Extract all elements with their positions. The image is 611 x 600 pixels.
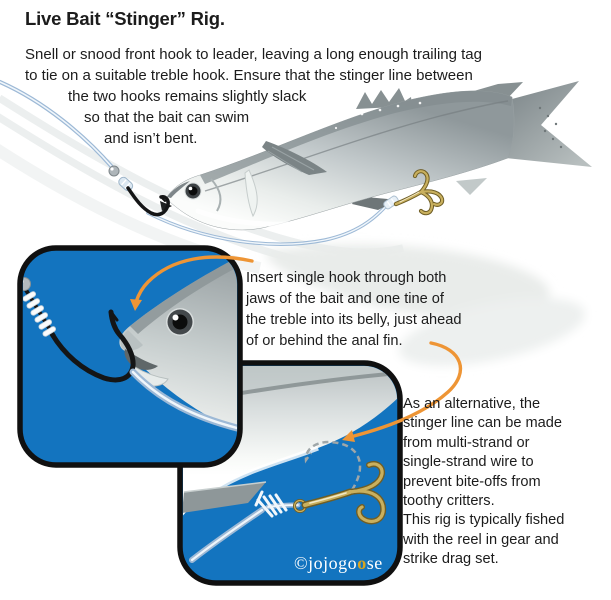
insert-hook-note: Insert single hook through both jaws of …: [246, 270, 462, 349]
head-shading: [130, 256, 237, 334]
page-title: Live Bait “Stinger” Rig.: [25, 8, 225, 29]
alternative-wire-note: As an alternative, the stinger line can …: [403, 396, 565, 568]
watermark: ©jojogoose: [294, 553, 383, 574]
front-hook: [126, 186, 170, 217]
inset-front-hook-detail: [17, 245, 243, 468]
lateral-line: [204, 100, 509, 192]
knot: [254, 490, 288, 518]
fish-head-closeup: [119, 256, 237, 432]
anal-fin: [456, 178, 487, 195]
bait-fish: [160, 81, 592, 231]
goose-icon: o: [357, 553, 367, 573]
swivel-bead: [108, 165, 120, 177]
hidden-tine-dashed: [304, 440, 362, 491]
watermark-prefix: ©jojogo: [294, 553, 358, 573]
pectoral-fin: [262, 141, 327, 175]
stinger-line: [146, 204, 388, 246]
curved-arrow-front-hook-icon: [130, 255, 254, 311]
fish-eye: [184, 182, 202, 200]
pelvic-fin-white: [244, 169, 258, 218]
treble-crimp: [383, 195, 399, 210]
intro-line-3: the two hooks remains slightly slack: [68, 88, 307, 105]
snell-wraps: [23, 291, 57, 337]
snout-shading: [167, 181, 190, 198]
treble-hook: [383, 169, 445, 216]
treble-hook-closeup: [293, 461, 387, 525]
line-closeup: [129, 368, 237, 434]
gill-line: [210, 178, 222, 212]
intro-line-2: to tie on a suitable treble hook. Ensure…: [25, 67, 473, 84]
back-shading: [200, 90, 512, 184]
hook-closeup: [49, 309, 136, 383]
bead-closeup: [23, 271, 31, 291]
intro-line-1: Snell or snood front hook to leader, lea…: [25, 46, 482, 63]
tail-fin: [506, 81, 592, 167]
back-speckles: [300, 101, 422, 132]
eye-closeup: [166, 308, 194, 336]
curved-arrow-treble-icon: [342, 341, 463, 442]
tail-speckles: [538, 106, 563, 149]
intro-line-4: so that the bait can swim: [84, 109, 250, 126]
watermark-suffix: se: [366, 553, 383, 573]
belly-highlight: [195, 208, 358, 227]
intro-line-5: and isn’t bent.: [104, 130, 198, 147]
